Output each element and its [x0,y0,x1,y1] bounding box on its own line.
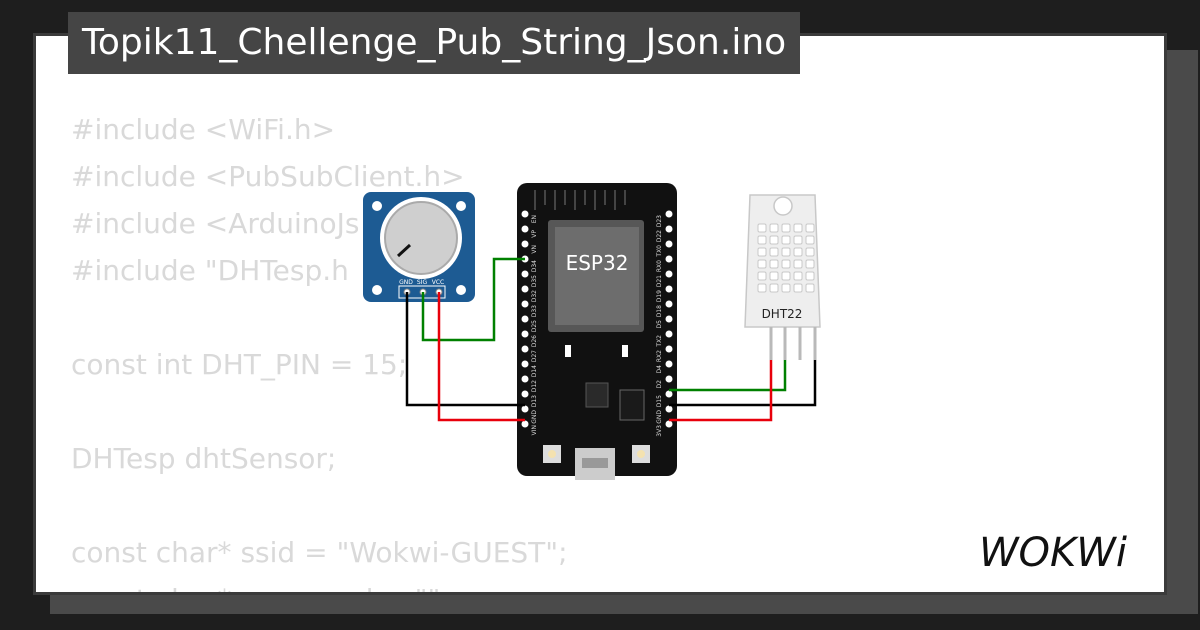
pin-label: D26 [531,335,538,347]
knob-indicator [396,243,412,258]
pin-label: GND [531,410,538,424]
pin-label: VN [531,245,538,254]
pin-label: D12 [531,380,538,392]
pin-label: D34 [531,260,538,272]
project-title: Topik11_Chellenge_Pub_String_Json.ino [68,12,801,74]
wokwi-logo: WOKWi [979,530,1127,576]
code-line: const char* password = ""; [71,576,568,592]
pin-label: D4 [656,365,663,374]
pin-label: VIN [531,425,538,435]
pot-pin-label: VCC [432,279,444,286]
code-line: #include <ArduinoJs [71,207,360,240]
pin-label: D14 [531,365,538,377]
pin-label: TX2 [656,335,663,348]
pin-label: D18 [656,305,663,317]
pin-label: EN [531,215,538,223]
pin-label: D32 [531,290,538,302]
pin-label: D2 [656,380,663,389]
pin-label: D27 [531,350,538,362]
potentiometer[interactable]: GND SIG VCC [363,192,475,302]
pin-label: TX0 [656,245,663,258]
logo-text: WOKWi [979,530,1127,576]
code-line: DHTesp dhtSensor; [71,442,337,475]
pin-label: D35 [531,275,538,287]
code-line: #include <WiFi.h> [71,113,336,146]
pin-label: D25 [531,320,538,332]
pin-label: 3V3 [656,425,663,437]
code-preview: #include <WiFi.h> #include <PubSubClient.… [71,106,568,592]
circuit-diagram: GND SIG VCC ESP32 EN VP VN D34 D35 D32 D… [363,183,821,480]
code-line: #include <PubSubClient.h> [71,160,465,193]
code-line: #include "DHTesp.h [71,254,349,287]
pin-label: D5 [656,320,663,329]
pin-label: D13 [531,395,538,407]
code-line: const int DHT_PIN = 15; [71,348,408,381]
pot-pin-label: SIG [417,279,428,286]
code-line: const char* ssid = "Wokwi-GUEST"; [71,536,568,569]
pin-label: GND [656,410,663,424]
pin-label: D19 [656,290,663,302]
sensor-label: DHT22 [762,307,803,321]
pin-label: D33 [531,305,538,317]
pin-label: D22 [656,230,663,242]
board-label: ESP32 [566,251,629,275]
pin-label: D21 [656,275,663,287]
pin-label: D23 [656,215,663,227]
pin-label: RX2 [656,350,663,362]
pot-pin-label: GND [399,279,413,286]
wires [405,257,817,422]
pin-label: VP [531,230,538,238]
dht22-sensor[interactable]: DHT22 [744,194,821,360]
pin-label: RX0 [656,260,663,272]
pin-label: D15 [656,395,663,407]
esp32-board[interactable]: ESP32 EN VP VN D34 D35 D32 D33 D25 D26 D… [517,183,677,480]
